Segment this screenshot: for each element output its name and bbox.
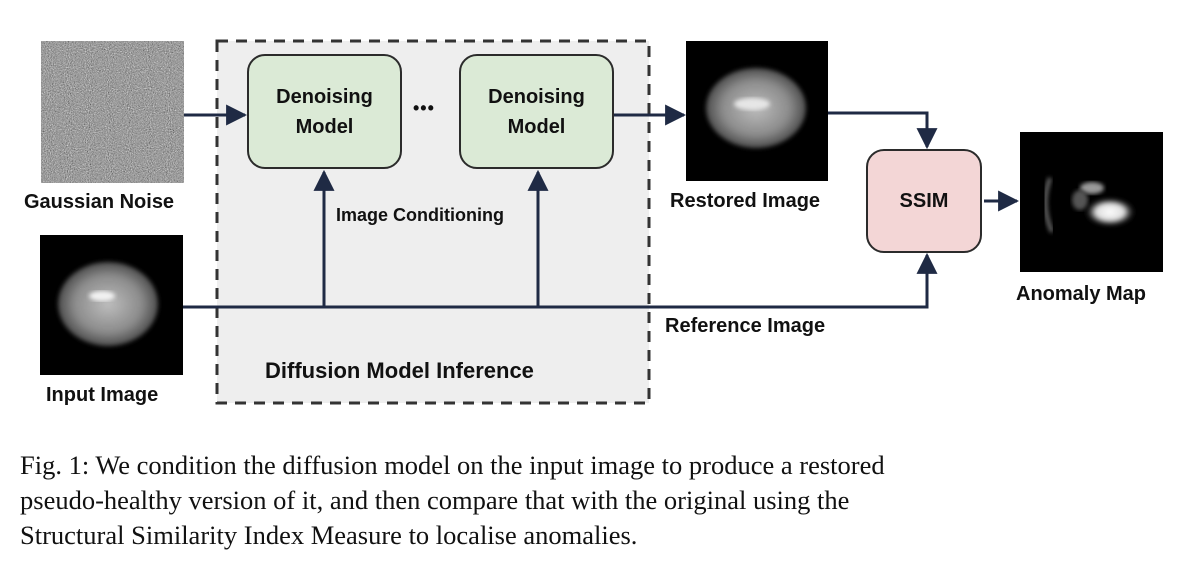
figure-caption: Fig. 1: We condition the diffusion model…	[20, 448, 1185, 553]
reference-image-label: Reference Image	[665, 315, 826, 337]
connections	[183, 104, 1020, 309]
caption-line-1: Fig. 1: We condition the diffusion model…	[20, 450, 885, 480]
image-conditioning-label: Image Conditioning	[336, 205, 504, 225]
input-image-thumbnail	[40, 235, 183, 375]
gaussian-noise-label: Gaussian Noise	[24, 191, 175, 213]
gaussian-noise-image	[41, 41, 184, 183]
denoiser-1-label-line1: Denoising	[276, 85, 373, 108]
denoiser-2-label-line2: Model	[507, 115, 566, 138]
arrow-restored-to-ssim	[828, 111, 938, 150]
caption-line-2: pseudo-healthy version of it, and then c…	[20, 485, 850, 515]
restored-image-label: Restored Image	[670, 190, 821, 212]
anomaly-map-label: Anomaly Map	[1016, 283, 1147, 305]
input-image-label: Input Image	[46, 384, 159, 406]
arrow-reference-to-ssim	[183, 252, 938, 309]
restored-image-thumbnail	[686, 41, 828, 181]
denoiser-2-label-line1: Denoising	[488, 85, 585, 108]
anomaly-map-thumbnail	[1020, 132, 1163, 272]
ellipsis-label: •••	[413, 98, 435, 118]
inference-block-label: Diffusion Model Inference	[265, 358, 534, 383]
denoiser-1-label-line2: Model	[295, 115, 354, 138]
ssim-label: SSIM	[899, 189, 949, 212]
caption-line-3: Structural Similarity Index Measure to l…	[20, 520, 638, 550]
ssim-box: SSIM	[866, 149, 982, 253]
